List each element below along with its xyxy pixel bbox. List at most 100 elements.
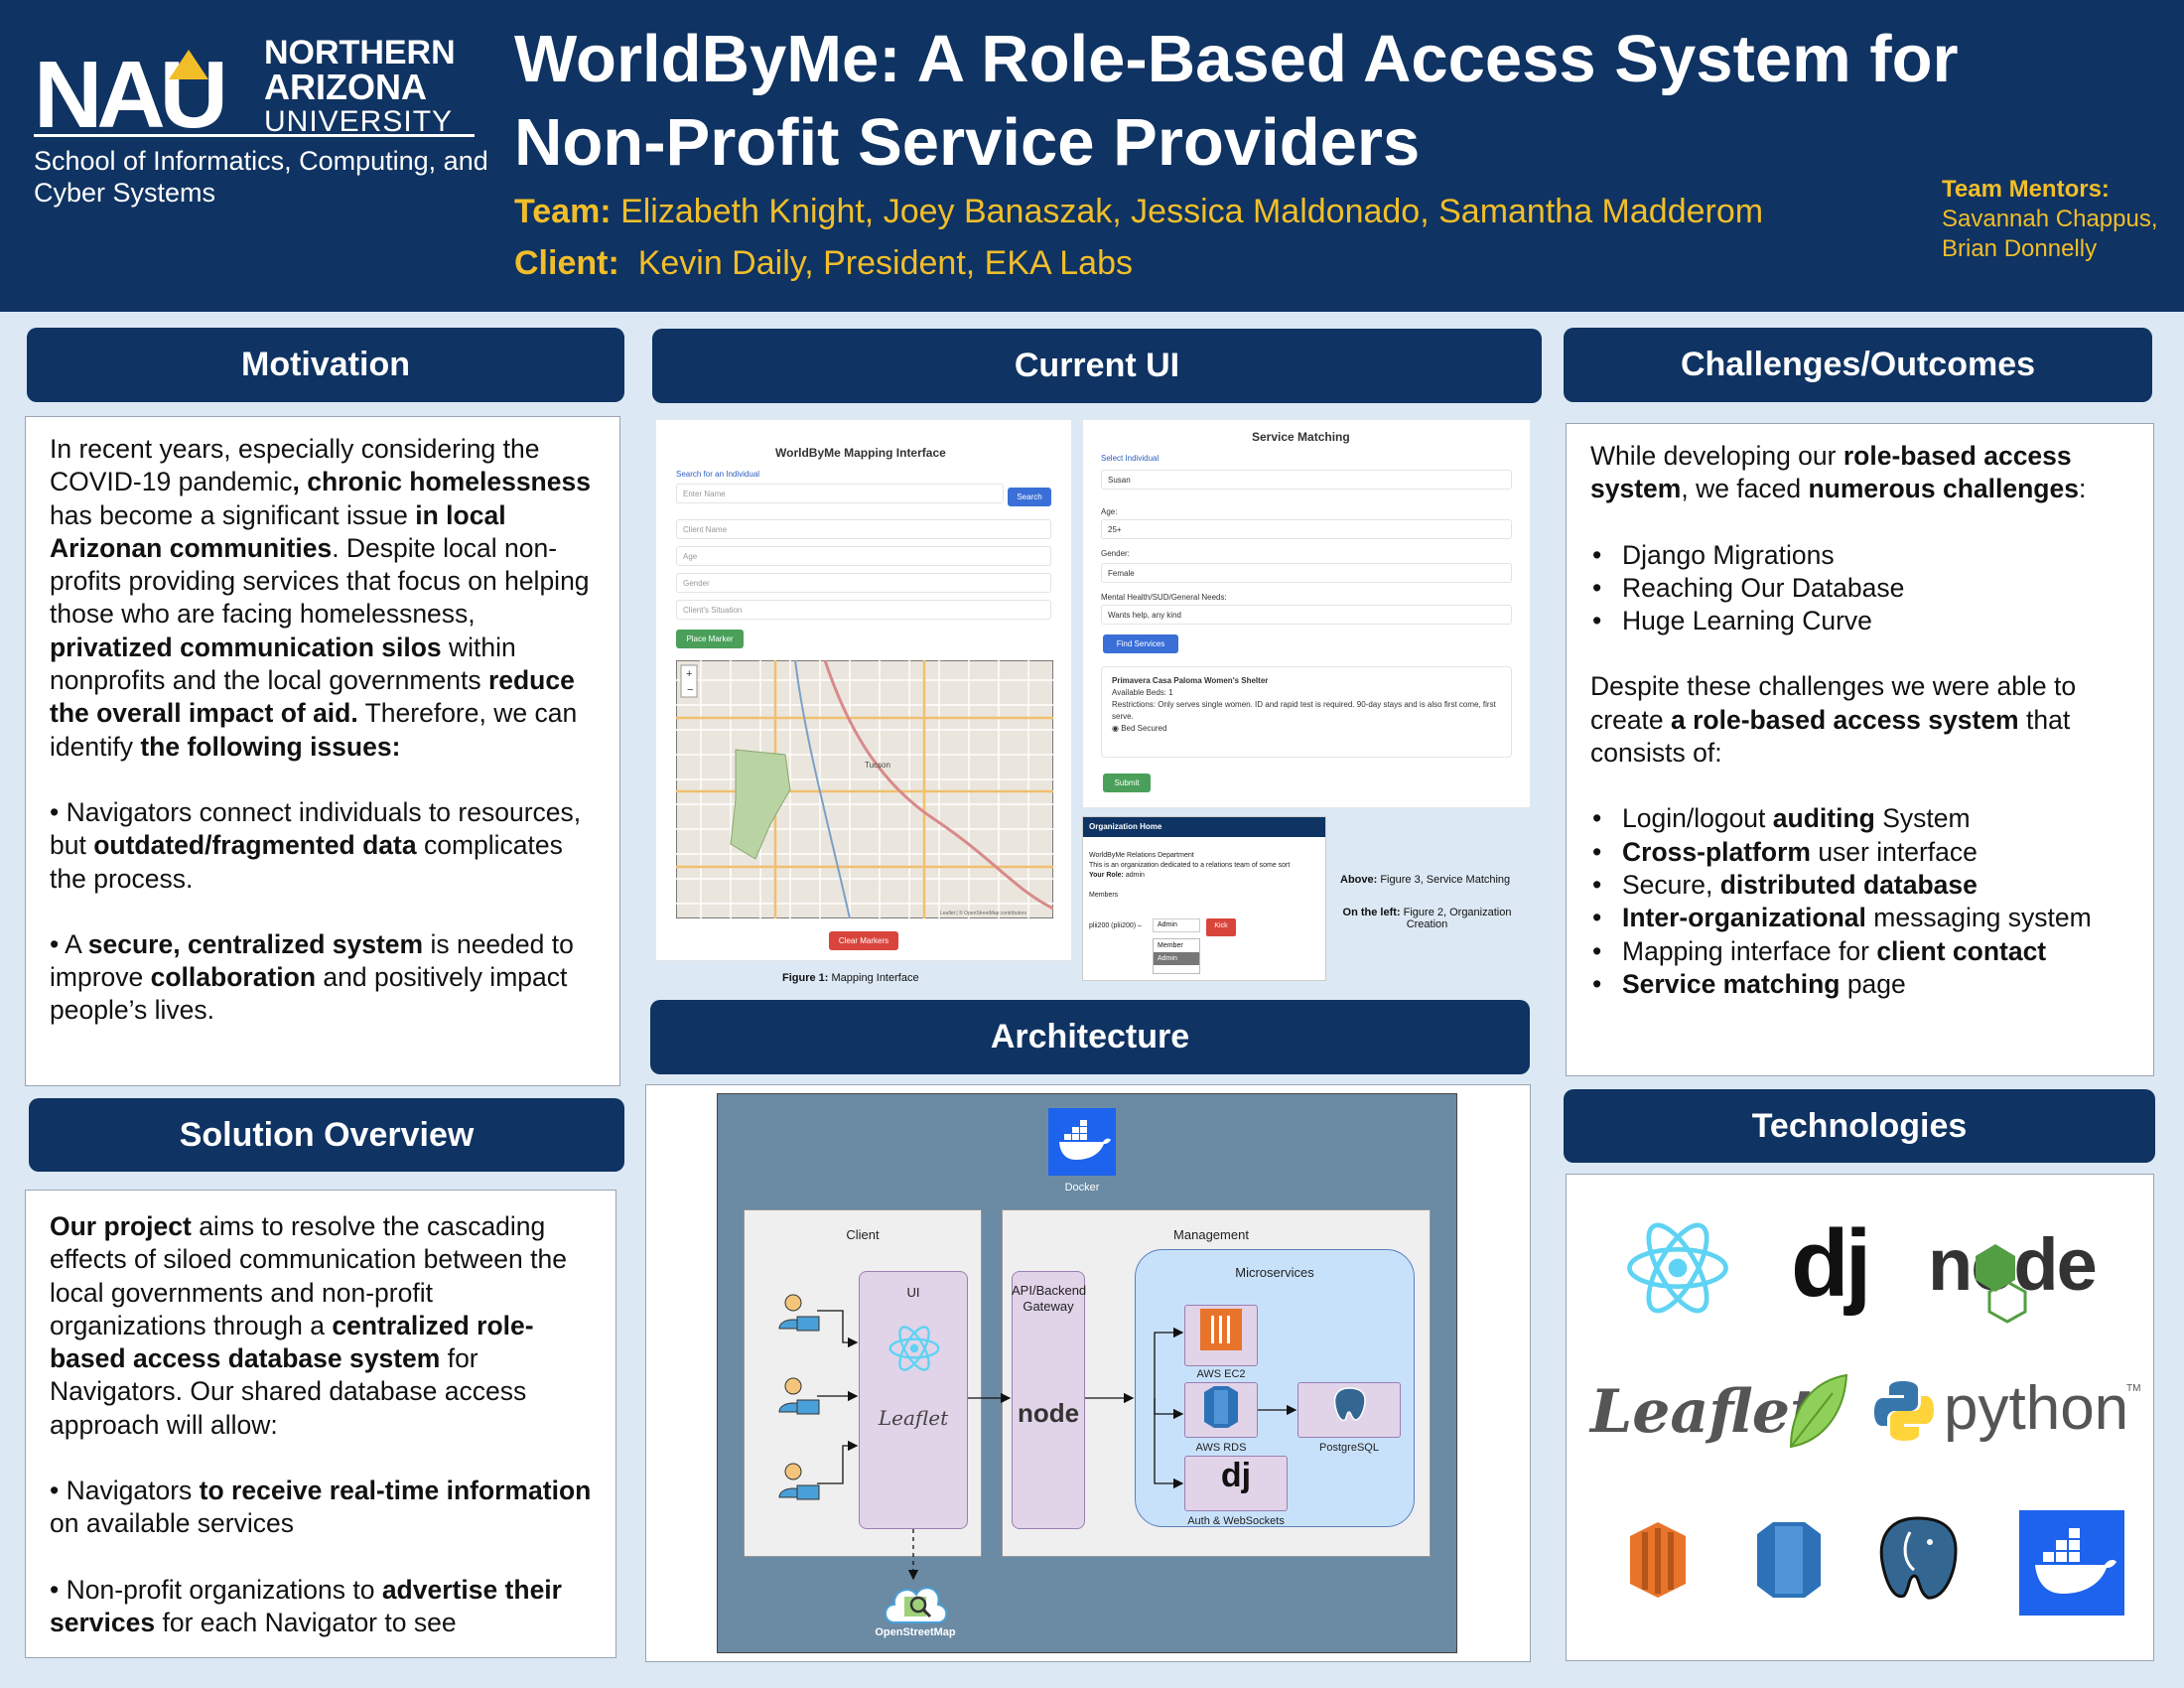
role-option-admin[interactable]: Admin xyxy=(1154,952,1199,965)
role-dropdown-menu: Member Admin xyxy=(1153,938,1200,974)
place-marker-button[interactable]: Place Marker xyxy=(676,630,744,648)
role-select[interactable]: Admin xyxy=(1153,918,1200,932)
client-line: Client: Kevin Daily, President, EKA Labs xyxy=(514,244,1133,283)
team-label: Team: xyxy=(514,193,612,230)
auth-box xyxy=(1184,1456,1288,1511)
poster-title: WorldByMe: A Role-Based Access System fo… xyxy=(514,22,1959,180)
search-button[interactable]: Search xyxy=(1008,488,1051,506)
user-icon-1 xyxy=(778,1294,820,1332)
leaflet-logo-small: Leaflet xyxy=(878,1406,949,1430)
submit-button[interactable]: Submit xyxy=(1103,774,1151,792)
service-matching-screenshot: Service Matching Select Individual Susan… xyxy=(1082,419,1531,808)
select-individual-label: Select Individual xyxy=(1101,454,1160,463)
motivation-heading: Motivation xyxy=(27,328,624,402)
mentor-2: Brian Donnelly xyxy=(1942,235,2098,262)
architecture-heading: Architecture xyxy=(650,1000,1530,1074)
find-services-button[interactable]: Find Services xyxy=(1103,634,1178,653)
gateway-box xyxy=(1012,1271,1085,1529)
python-logo xyxy=(1874,1381,1934,1441)
organization-home-screenshot: Organization Home WorldByMe Relations De… xyxy=(1082,816,1326,981)
aws-ec2-logo xyxy=(1630,1522,1686,1598)
user-icon-2 xyxy=(778,1377,820,1415)
needs-label: Mental Health/SUD/General Needs: xyxy=(1101,593,1227,602)
solution-box: Our project aims to resolve the cascadin… xyxy=(25,1190,616,1658)
nau-logo-line1: NORTHERN xyxy=(264,34,456,71)
age-input[interactable]: Age xyxy=(676,546,1051,566)
motivation-paragraph: In recent years, especially considering … xyxy=(50,434,591,762)
zoom-out-icon: − xyxy=(687,684,693,696)
enter-name-input[interactable]: Enter Name xyxy=(676,484,1004,503)
age-dropdown[interactable]: 25+ xyxy=(1101,519,1512,539)
zoom-in-icon: + xyxy=(686,668,692,680)
architecture-arrows xyxy=(817,1310,1297,1581)
technologies-heading: Technologies xyxy=(1564,1089,2155,1163)
client-name: Kevin Daily, President, EKA Labs xyxy=(637,244,1133,282)
challenges-intro: While developing our role-based access s… xyxy=(1590,441,2087,504)
solution-bullet-1: • Navigators to receive real-time inform… xyxy=(50,1476,592,1539)
kick-button[interactable]: Kick xyxy=(1206,918,1236,936)
shelter-card[interactable]: Primavera Casa Paloma Women's Shelter Av… xyxy=(1101,666,1512,758)
map-view[interactable]: + − Tucson Leaflet | © OpenStreetMap con… xyxy=(676,660,1053,918)
microservices-label: Microservices xyxy=(1235,1265,1314,1280)
motivation-bullet-2: • A secure, centralized system is needed… xyxy=(50,928,574,1026)
client-name-input[interactable]: Client Name xyxy=(676,519,1051,539)
auth-label: Auth & WebSockets xyxy=(1187,1515,1285,1527)
shelter-restrictions: Restrictions: Only serves single women. … xyxy=(1112,700,1496,721)
motivation-box: In recent years, especially considering … xyxy=(25,416,620,1086)
school-name: School of Informatics, Computing, and Cy… xyxy=(34,146,488,208)
gender-input[interactable]: Gender xyxy=(676,573,1051,593)
solution-bullet-2: • Non-profit organizations to advertise … xyxy=(50,1574,562,1637)
react-logo xyxy=(1627,1222,1728,1314)
team-line: Team: Elizabeth Knight, Joey Banaszak, J… xyxy=(514,193,1763,231)
organization-home-header: Organization Home xyxy=(1083,817,1325,837)
service-matching-title: Service Matching xyxy=(1252,430,1350,444)
map-attribution: Leaflet | © OpenStreetMap contributors xyxy=(940,910,1026,916)
team-names: Elizabeth Knight, Joey Banaszak, Jessica… xyxy=(620,193,1764,230)
bed-secured-radio[interactable]: ◉ Bed Secured xyxy=(1112,724,1167,733)
mentors-label: Team Mentors: xyxy=(1942,176,2110,203)
mentor-1: Savannah Chappus, xyxy=(1942,206,2158,232)
list-item: Reaching Our Database xyxy=(1590,572,2129,606)
challenges-box: While developing our role-based access s… xyxy=(1566,423,2154,1076)
figure-1-caption: Figure 1: Mapping Interface xyxy=(782,972,919,984)
figure-2-note: On the left: Figure 2, Organization Crea… xyxy=(1342,907,1512,930)
situation-input[interactable]: Client's Situation xyxy=(676,600,1051,620)
postgres-icon xyxy=(1333,1387,1366,1422)
logo-divider xyxy=(34,134,475,137)
nau-logo-accent xyxy=(169,50,208,79)
role-option-member[interactable]: Member xyxy=(1158,942,1183,949)
poster-header: NAU NORTHERN ARIZONA UNIVERSITY School o… xyxy=(0,0,2184,312)
figure-3-note: Above: Figure 3, Service Matching xyxy=(1340,874,1511,886)
challenges-heading: Challenges/Outcomes xyxy=(1564,328,2152,402)
node-logo-small: node xyxy=(1017,1398,1080,1428)
ui-label: UI xyxy=(906,1285,920,1300)
age-label: Age: xyxy=(1101,507,1118,516)
motivation-bullet-1: • Navigators connect individuals to reso… xyxy=(50,796,582,894)
postgresql-logo xyxy=(1879,1516,1958,1600)
react-icon xyxy=(888,1326,940,1371)
member-row: plii200 (plii200) – xyxy=(1089,922,1142,929)
clear-markers-button[interactable]: Clear Markers xyxy=(829,931,898,950)
technologies-box: dj node Leaflet python TM xyxy=(1566,1174,2154,1661)
team-mentors: Team Mentors: Savannah Chappus, Brian Do… xyxy=(1942,175,2170,264)
aws-rds-icon xyxy=(1204,1386,1238,1428)
list-item: Cross-platform user interface xyxy=(1590,836,2129,870)
postgres-label: PostgreSQL xyxy=(1319,1442,1379,1454)
gender-dropdown[interactable]: Female xyxy=(1101,563,1512,583)
aws-rds-label: AWS RDS xyxy=(1195,1442,1247,1454)
solution-paragraph: Our project aims to resolve the cascadin… xyxy=(50,1211,567,1440)
gateway-label: API/Backend Gateway xyxy=(1012,1283,1087,1314)
architecture-diagram: Docker Client UI Leaflet Management API/… xyxy=(717,1093,1457,1653)
docker-label: Docker xyxy=(1064,1182,1100,1194)
needs-dropdown[interactable]: Wants help, any kind xyxy=(1101,605,1512,625)
map-city-label: Tucson xyxy=(865,761,890,770)
solution-heading: Solution Overview xyxy=(29,1098,624,1172)
select-individual-dropdown[interactable]: Susan xyxy=(1101,470,1512,490)
python-wordmark: python xyxy=(1944,1374,2129,1443)
mapping-interface-screenshot: WorldByMe Mapping Interface Search for a… xyxy=(655,419,1072,961)
python-trademark: TM xyxy=(2126,1383,2141,1394)
django-logo-small: dj xyxy=(1220,1457,1252,1494)
shelter-name: Primavera Casa Paloma Women's Shelter xyxy=(1112,676,1269,685)
openstreetmap-label: OpenStreetMap xyxy=(875,1626,956,1638)
